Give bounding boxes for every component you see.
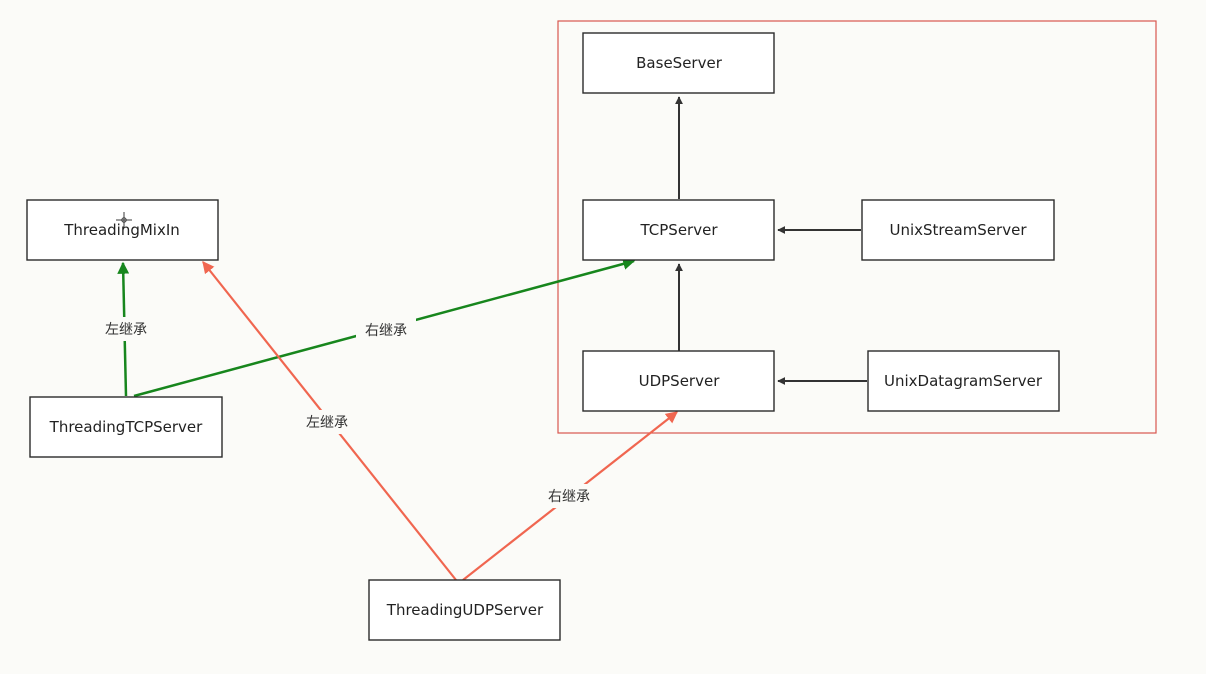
svg-text:右继承: 右继承: [365, 323, 407, 339]
svg-text:BaseServer: BaseServer: [636, 54, 723, 72]
node-unix-datagram-server: UnixDatagramServer: [867, 350, 1060, 412]
node-unix-stream-server: UnixStreamServer: [861, 199, 1055, 261]
edge-label-tcp-right: 右继承: [356, 318, 416, 342]
mouse-cursor-icon: [116, 212, 132, 228]
svg-text:UnixDatagramServer: UnixDatagramServer: [884, 372, 1043, 390]
svg-text:ThreadingTCPServer: ThreadingTCPServer: [49, 418, 203, 436]
svg-text:TCPServer: TCPServer: [640, 221, 719, 239]
edge-label-udp-right: 右继承: [539, 484, 599, 508]
svg-text:ThreadingMixIn: ThreadingMixIn: [63, 221, 180, 239]
svg-text:UDPServer: UDPServer: [639, 372, 721, 390]
svg-text:右继承: 右继承: [548, 489, 590, 505]
node-threading-mixin: ThreadingMixIn: [26, 199, 219, 261]
node-udp-server: UDPServer: [582, 350, 775, 412]
svg-text:UnixStreamServer: UnixStreamServer: [890, 221, 1028, 239]
svg-text:左继承: 左继承: [105, 322, 147, 338]
svg-text:左继承: 左继承: [306, 415, 348, 431]
node-tcp-server: TCPServer: [582, 199, 775, 261]
base-classes-group-border: [557, 20, 1157, 434]
edge-label-udp-left: 左继承: [298, 410, 356, 434]
svg-text:ThreadingUDPServer: ThreadingUDPServer: [386, 601, 544, 619]
node-threading-udp-server: ThreadingUDPServer: [368, 579, 561, 641]
edge-label-tcp-left: 左继承: [97, 317, 155, 341]
node-base-server: BaseServer: [582, 32, 775, 94]
node-threading-tcp-server: ThreadingTCPServer: [29, 396, 223, 458]
